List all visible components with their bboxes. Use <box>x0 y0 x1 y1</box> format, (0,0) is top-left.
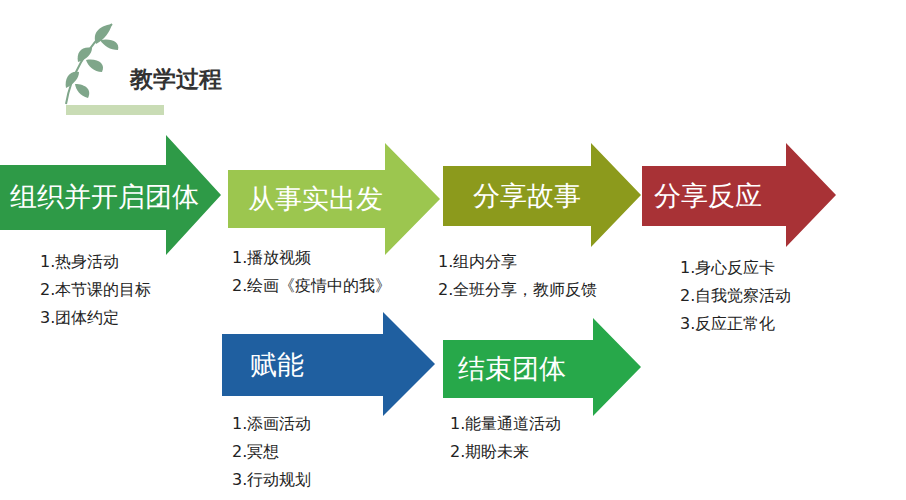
step-heading: 分享反应 <box>654 180 762 212</box>
arrow-step: 分享反应1.身心反应卡2.自我觉察活动3.反应正常化 <box>642 143 836 247</box>
step-item: 1.组内分享 <box>438 248 597 276</box>
step-item: 2.冥想 <box>232 438 311 466</box>
step-items: 1.热身活动2.本节课的目标3.团体约定 <box>40 248 151 332</box>
arrow-step: 从事实出发1.播放视频2.绘画《疫情中的我》 <box>228 143 440 255</box>
step-item: 1.热身活动 <box>40 248 151 276</box>
arrow-step: 分享故事1.组内分享2.全班分享，教师反馈 <box>443 143 641 247</box>
step-heading: 从事实出发 <box>248 183 383 215</box>
arrow-step: 赋能1.添画活动2.冥想3.行动规划 <box>222 312 435 416</box>
step-item: 2.自我觉察活动 <box>680 282 791 310</box>
step-item: 2.本节课的目标 <box>40 276 151 304</box>
arrow-fill <box>443 143 641 247</box>
step-heading: 结束团体 <box>458 353 566 385</box>
arrow-fill <box>642 143 836 247</box>
title-bar <box>66 105 164 115</box>
step-item: 2.期盼未来 <box>450 438 561 466</box>
step-item: 1.身心反应卡 <box>680 254 791 282</box>
step-item: 1.能量通道活动 <box>450 410 561 438</box>
step-item: 1.播放视频 <box>232 244 391 272</box>
step-items: 1.添画活动2.冥想3.行动规划 <box>232 410 311 494</box>
step-items: 1.播放视频2.绘画《疫情中的我》 <box>232 244 391 300</box>
step-heading: 组织并开启团体 <box>10 181 199 213</box>
step-items: 1.能量通道活动2.期盼未来 <box>450 410 561 466</box>
leaf-sprig <box>66 24 119 104</box>
step-items: 1.身心反应卡2.自我觉察活动3.反应正常化 <box>680 254 791 338</box>
step-items: 1.组内分享2.全班分享，教师反馈 <box>438 248 597 304</box>
step-item: 3.反应正常化 <box>680 310 791 338</box>
arrow-fill <box>228 143 440 255</box>
arrow-fill <box>222 312 435 416</box>
step-item: 2.绘画《疫情中的我》 <box>232 272 391 300</box>
step-item: 3.团体约定 <box>40 304 151 332</box>
arrow-step: 组织并开启团体1.热身活动2.本节课的目标3.团体约定 <box>0 135 221 255</box>
arrow-fill <box>0 135 221 255</box>
step-heading: 分享故事 <box>473 180 581 212</box>
arrow-step: 结束团体1.能量通道活动2.期盼未来 <box>443 318 641 416</box>
step-heading: 赋能 <box>250 349 304 381</box>
step-item: 2.全班分享，教师反馈 <box>438 276 597 304</box>
step-item: 1.添画活动 <box>232 410 311 438</box>
diagram-title: 教学过程 <box>130 64 222 95</box>
step-item: 3.行动规划 <box>232 466 311 494</box>
arrow-fill <box>443 318 641 416</box>
